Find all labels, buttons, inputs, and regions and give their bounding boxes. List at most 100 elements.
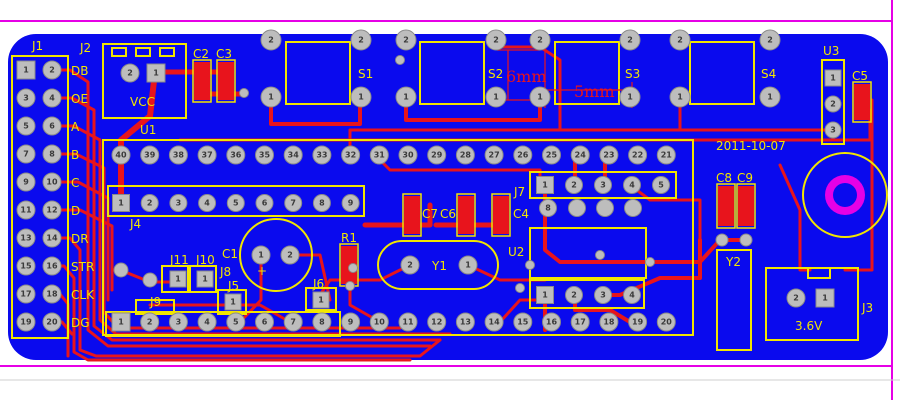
pad-number: 10 — [46, 178, 58, 187]
pad-number: 20 — [46, 318, 58, 327]
u3-pad — [824, 95, 842, 113]
pad-number: 13 — [460, 318, 471, 327]
pad-number: 27 — [489, 151, 500, 160]
pad-number: 28 — [460, 151, 472, 160]
pad-number: 26 — [517, 151, 529, 160]
label-j5: J5 — [227, 279, 239, 293]
label-j7: J7 — [513, 185, 525, 199]
u1-pad — [197, 312, 217, 332]
y1-pad — [400, 255, 420, 275]
j7-pad — [594, 176, 612, 194]
pad-number: 2 — [147, 318, 153, 327]
switch-pad — [669, 29, 691, 51]
s1-outline — [285, 41, 351, 105]
pad-number: 30 — [402, 151, 414, 160]
label-c3: C3 — [216, 47, 232, 61]
pad-number: 40 — [115, 151, 127, 160]
switch-pad — [529, 29, 551, 51]
u2-pad — [624, 199, 642, 217]
signal-oe: OE — [71, 92, 88, 106]
jumper-pad — [312, 291, 330, 309]
label-j8: J8 — [219, 265, 231, 279]
label-j6: J6 — [312, 277, 324, 291]
s4-outline — [689, 41, 755, 105]
u2-pad — [565, 286, 583, 304]
label-j10: J10 — [195, 253, 215, 267]
j4-pad — [169, 194, 188, 212]
via — [645, 257, 655, 267]
pad-number: 3 — [176, 318, 182, 327]
pad-number: 34 — [288, 151, 300, 160]
pad-number: 1 — [542, 291, 548, 300]
j1-pad — [16, 172, 36, 192]
u1-pad — [455, 312, 475, 332]
pad-number: 1 — [175, 275, 181, 284]
label-j4: J4 — [129, 217, 141, 231]
pad-number: 1 — [767, 93, 773, 102]
pad-number: 1 — [230, 298, 236, 307]
u1-pad — [140, 145, 160, 165]
via — [345, 281, 355, 291]
c1-pad — [280, 245, 300, 265]
via — [395, 55, 405, 65]
pad-number: 25 — [546, 151, 558, 160]
j1-outline — [11, 55, 69, 339]
pad-number: 35 — [259, 151, 271, 160]
jumper-pad — [196, 270, 214, 288]
label-j11: J11 — [169, 253, 189, 267]
pad-number: 11 — [402, 318, 414, 327]
pad-number: 8 — [545, 204, 551, 213]
signal-clk: CLK — [71, 288, 95, 302]
pad-number: 8 — [319, 199, 325, 208]
pad-number: 2 — [287, 251, 293, 260]
pad-number: 1 — [358, 93, 364, 102]
j7-pad — [536, 176, 554, 194]
j4-outline — [107, 185, 365, 217]
pad-number: 7 — [290, 318, 296, 327]
j1-pad — [16, 144, 36, 164]
pad-number: 2 — [677, 36, 683, 45]
pad-number: 38 — [173, 151, 185, 160]
j1-pad — [16, 284, 36, 304]
switch-pad — [669, 86, 691, 108]
j1-pad — [42, 256, 62, 276]
label-plus: + — [257, 264, 267, 278]
pad-number: 5 — [233, 318, 239, 327]
pad-number: 14 — [46, 234, 58, 243]
switch-pad — [260, 86, 282, 108]
label-c9: C9 — [737, 171, 753, 185]
j1-pad — [42, 88, 62, 108]
u1-pad — [312, 145, 332, 165]
mounting-hole-outline — [802, 152, 888, 238]
u2-pad — [539, 199, 557, 217]
u1-pad — [111, 145, 131, 165]
j4-pad — [255, 194, 274, 212]
pad-number: 2 — [537, 36, 543, 45]
j4-pad — [112, 194, 130, 212]
switch-pad — [485, 86, 507, 108]
pad-number: 21 — [661, 151, 673, 160]
u2-pad — [536, 286, 554, 304]
label-s2: S2 — [488, 67, 503, 81]
pad-number: 3 — [600, 291, 606, 300]
pad-number: 18 — [46, 290, 58, 299]
signal-c: C — [71, 176, 79, 190]
u1-pad — [542, 145, 561, 165]
j4-pad — [312, 194, 331, 212]
jumper-pad — [113, 262, 129, 278]
u1-pad — [255, 312, 274, 332]
pad-number: 22 — [632, 151, 643, 160]
pad-number: 1 — [202, 275, 208, 284]
pad-number: 3 — [176, 199, 182, 208]
pad-number: 1 — [465, 261, 471, 270]
u1-pad — [341, 312, 361, 332]
u1-pad — [283, 312, 303, 332]
pad-number: 4 — [204, 318, 210, 327]
pad-number: 12 — [431, 318, 442, 327]
via — [348, 263, 358, 273]
pad-number: 1 — [268, 93, 274, 102]
label-u2: U2 — [508, 245, 524, 259]
j4-pad — [341, 194, 360, 212]
